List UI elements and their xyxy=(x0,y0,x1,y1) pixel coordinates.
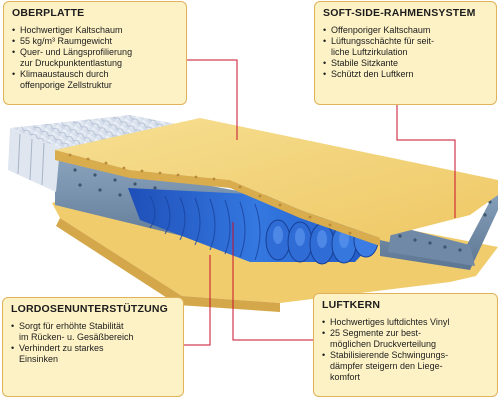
callout-luftkern-list: Hochwertiges luftdichtes Vinyl 25 Segmen… xyxy=(322,317,489,383)
callout-soft-side: SOFT-SIDE-RAHMENSYSTEM Offenporiger Kalt… xyxy=(314,1,497,105)
list-item: Quer- und Längsprofilierung zur Druckpun… xyxy=(12,47,178,69)
callout-oberplatte: OBERPLATTE Hochwertiger Kaltschaum 55 kg… xyxy=(3,1,187,105)
top-plate xyxy=(55,118,498,246)
list-item: Hochwertiges luftdichtes Vinyl xyxy=(322,317,489,328)
list-item: Stabilisierende Schwingungs- dämpfer ste… xyxy=(322,350,489,383)
leader-lordose xyxy=(184,255,211,346)
list-item: 55 kg/m³ Raumgewicht xyxy=(12,36,178,47)
callout-lordose-title: LORDOSENUNTERSTÜTZUNG xyxy=(11,303,169,315)
list-item: Schützt den Luftkern xyxy=(323,69,488,80)
callout-luftkern-title: LUFTKERN xyxy=(322,299,381,311)
callout-luftkern: LUFTKERN Hochwertiges luftdichtes Vinyl … xyxy=(313,293,498,397)
callout-oberplatte-list: Hochwertiger Kaltschaum 55 kg/m³ Raumgew… xyxy=(12,25,178,91)
list-item: Stabile Sitzkante xyxy=(323,58,488,69)
leader-luftkern xyxy=(232,222,313,341)
callout-soft-side-list: Offenporiger Kaltschaum Lüftungsschächte… xyxy=(323,25,488,80)
list-item: Hochwertiger Kaltschaum xyxy=(12,25,178,36)
list-item: Verhindert zu starkes Einsinken xyxy=(11,343,175,365)
callout-soft-side-title: SOFT-SIDE-RAHMENSYSTEM xyxy=(323,7,476,19)
list-item: Sorgt für erhöhte Stabilität im Rücken- … xyxy=(11,321,175,343)
list-item: Offenporiger Kaltschaum xyxy=(323,25,488,36)
callout-lordose: LORDOSENUNTERSTÜTZUNG Sorgt für erhöhte … xyxy=(2,297,184,397)
list-item: 25 Segmente zur best- möglichen Druckver… xyxy=(322,328,489,350)
list-item: Klimaaustausch durch offenporige Zellstr… xyxy=(12,69,178,91)
leader-oberplatte xyxy=(187,59,238,140)
callout-lordose-list: Sorgt für erhöhte Stabilität im Rücken- … xyxy=(11,321,175,365)
leader-soft-side xyxy=(396,105,456,218)
leader-lines xyxy=(184,59,456,346)
list-item: Lüftungsschächte für seit- liche Luftzir… xyxy=(323,36,488,58)
callout-oberplatte-title: OBERPLATTE xyxy=(12,7,85,19)
